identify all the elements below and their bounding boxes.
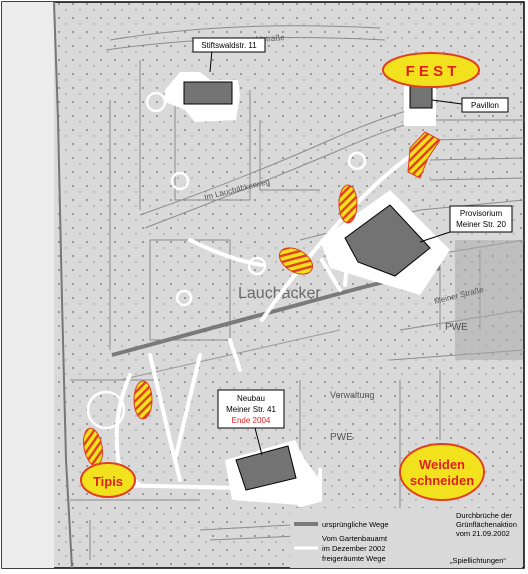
stiftswald-building	[183, 81, 233, 105]
event-fest: F E S T	[382, 52, 480, 88]
pavillon-building	[409, 85, 433, 109]
pavillon-leader	[431, 99, 463, 105]
area-label-verwaltung: Verwaltung	[330, 390, 375, 400]
label-provisorium-line2: Meiner Str. 20	[456, 220, 506, 229]
play-spot	[247, 256, 267, 276]
old-path-edge	[119, 329, 341, 381]
event-weiden-line1: Weiden	[419, 457, 465, 472]
play-spot	[86, 390, 126, 430]
event-tipis-text: Tipis	[93, 474, 123, 489]
breakthrough-area	[338, 184, 358, 224]
label-provisorium-line1: Provisorium	[460, 209, 503, 218]
play-spot	[175, 289, 193, 307]
area-label-pwe-1: PWE	[330, 432, 353, 443]
stiftswald-leader	[209, 49, 213, 73]
breakthrough-areas	[83, 131, 453, 532]
label-neubau-line1: Neubau	[237, 394, 265, 403]
legend-background	[290, 508, 522, 568]
label-neubau-line2: Meiner Str. 41	[226, 405, 276, 414]
legend-new-paths-line2: im Dezember 2002	[322, 544, 385, 553]
area-label-pwe-2: PWE	[445, 322, 468, 333]
provisorium-leader	[419, 231, 451, 243]
event-weiden: Weiden schneiden	[399, 443, 485, 501]
legend-old-paths-label: ursprüngliche Wege	[322, 520, 389, 529]
label-stiftswald-text: Stiftswaldstr. 11	[201, 41, 257, 50]
left-strip	[2, 2, 54, 568]
play-spot	[170, 171, 190, 191]
legend-breakthrough-line2: Grünflächenaktion	[456, 520, 517, 529]
breakthrough-area	[407, 131, 441, 179]
label-stiftswald: Stiftswaldstr. 11	[192, 37, 266, 53]
right-dense-area	[455, 240, 523, 360]
neubau-leader	[254, 427, 263, 456]
event-tipis: Tipis	[80, 462, 136, 498]
play-spot	[347, 151, 367, 171]
label-neubau-line3: Ende 2004	[232, 416, 271, 425]
label-provisorium: Provisorium Meiner Str. 20	[449, 205, 513, 233]
label-pavillon: Pavillon	[461, 97, 509, 113]
legend-new-paths-line1: Vom Gartenbauamt	[322, 534, 388, 543]
breakthrough-area	[133, 380, 153, 420]
legend-breakthrough-line3: vom 21.09.2002	[456, 529, 510, 538]
label-neubau: Neubau Meiner Str. 41 Ende 2004	[217, 389, 285, 429]
legend-new-paths-line3: freigeräumte Wege	[322, 554, 386, 563]
play-spot	[145, 91, 167, 113]
left-boundary-line	[53, 1, 73, 569]
provisorium-building	[344, 204, 431, 277]
event-fest-text: F E S T	[406, 63, 457, 80]
legend-breakthrough-line1: Durchbrüche der	[456, 511, 512, 520]
legend-play-spots-label: „Spiellichtungen“	[450, 556, 506, 565]
event-weiden-line2: schneiden	[410, 473, 474, 488]
breakthrough-area	[278, 247, 314, 275]
label-pavillon-text: Pavillon	[471, 101, 499, 110]
neubau-building	[235, 445, 297, 491]
play-spot-circles	[86, 91, 438, 547]
legend: ursprüngliche Wege Vom Gartenbauamt im D…	[290, 508, 522, 568]
